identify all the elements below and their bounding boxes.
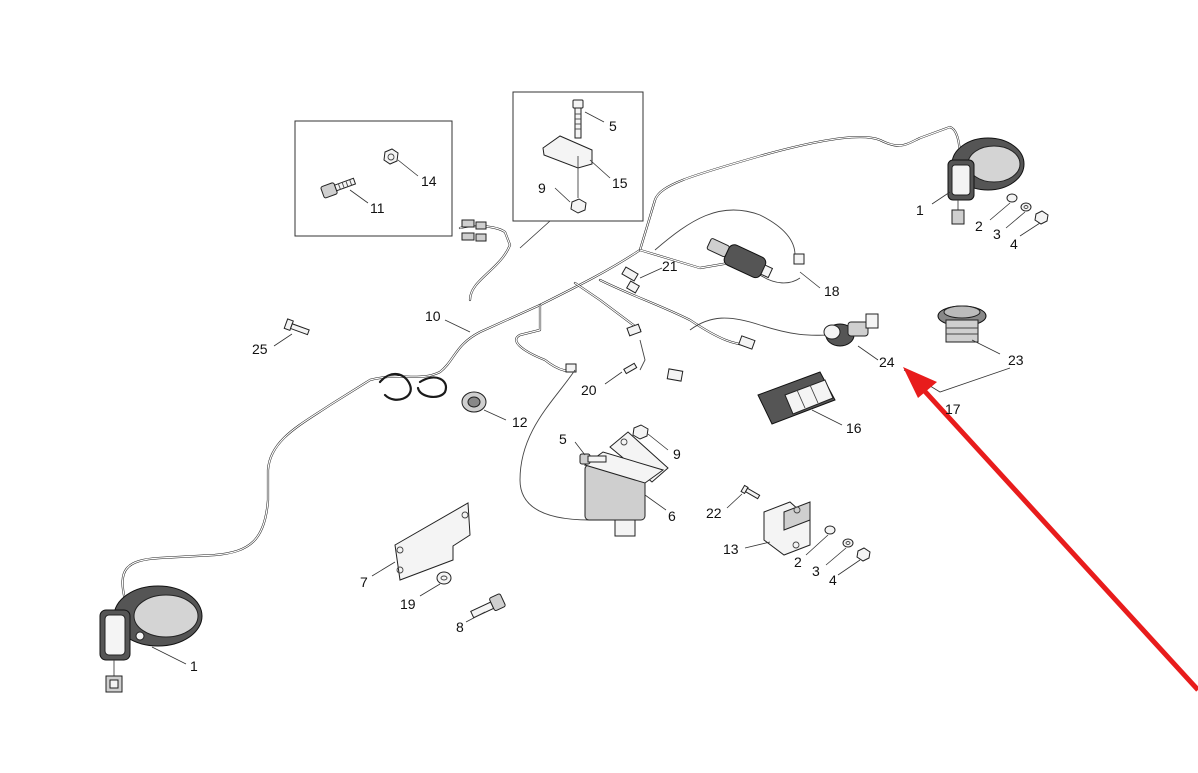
callout-17: 17	[945, 401, 961, 417]
callout-4-mid: 4	[829, 572, 837, 588]
callout-11: 11	[370, 200, 385, 216]
relay-6	[574, 424, 669, 537]
cap-23	[937, 305, 1001, 355]
red-pointer-arrow	[903, 367, 1198, 692]
thin-wires	[519, 209, 831, 521]
callout-2-mid: 2	[794, 554, 802, 570]
bracket-7	[371, 502, 506, 623]
grommet-12	[461, 391, 507, 421]
callout-18: 18	[824, 283, 840, 299]
switch-panel-16	[757, 371, 843, 426]
callout-10: 10	[425, 308, 441, 324]
callout-20: 20	[581, 382, 597, 398]
callout-12: 12	[512, 414, 528, 430]
callout-14: 14	[421, 173, 437, 189]
inset-box-fasteners-5-9-15	[512, 91, 644, 249]
bolt-25	[273, 318, 310, 347]
fuse-20	[604, 362, 638, 385]
callout-2-right: 2	[975, 218, 983, 234]
cable-tie-21	[639, 267, 663, 279]
callout-5-mid: 5	[559, 431, 567, 447]
callout-23: 23	[1008, 352, 1024, 368]
callout-6: 6	[668, 508, 676, 524]
wiring-harness-10	[121, 125, 962, 602]
callout-13: 13	[723, 541, 739, 557]
callout-16: 16	[846, 420, 862, 436]
callout-1-left: 1	[190, 658, 198, 674]
callout-3-right: 3	[993, 226, 1001, 242]
callout-7: 7	[360, 574, 368, 590]
callout-1-right: 1	[916, 202, 924, 218]
callout-9-top: 9	[538, 180, 546, 196]
switch-18	[706, 238, 821, 289]
callout-15: 15	[612, 175, 628, 191]
callout-9-mid: 9	[673, 446, 681, 462]
callout-5-top: 5	[609, 118, 617, 134]
inset-box-fasteners-11-14	[294, 120, 453, 237]
callout-24: 24	[879, 354, 895, 370]
callout-21: 21	[662, 258, 678, 274]
callout-8: 8	[456, 619, 464, 635]
work-lamp-left-1	[99, 585, 203, 693]
callout-3-mid: 3	[812, 563, 820, 579]
callout-22: 22	[706, 505, 722, 521]
callout-4-right: 4	[1010, 236, 1018, 252]
ignition-switch-24	[823, 313, 879, 361]
callout-25: 25	[252, 341, 268, 357]
work-lamp-right-1	[931, 137, 1049, 237]
callout-19: 19	[400, 596, 416, 612]
module-13	[726, 484, 871, 576]
